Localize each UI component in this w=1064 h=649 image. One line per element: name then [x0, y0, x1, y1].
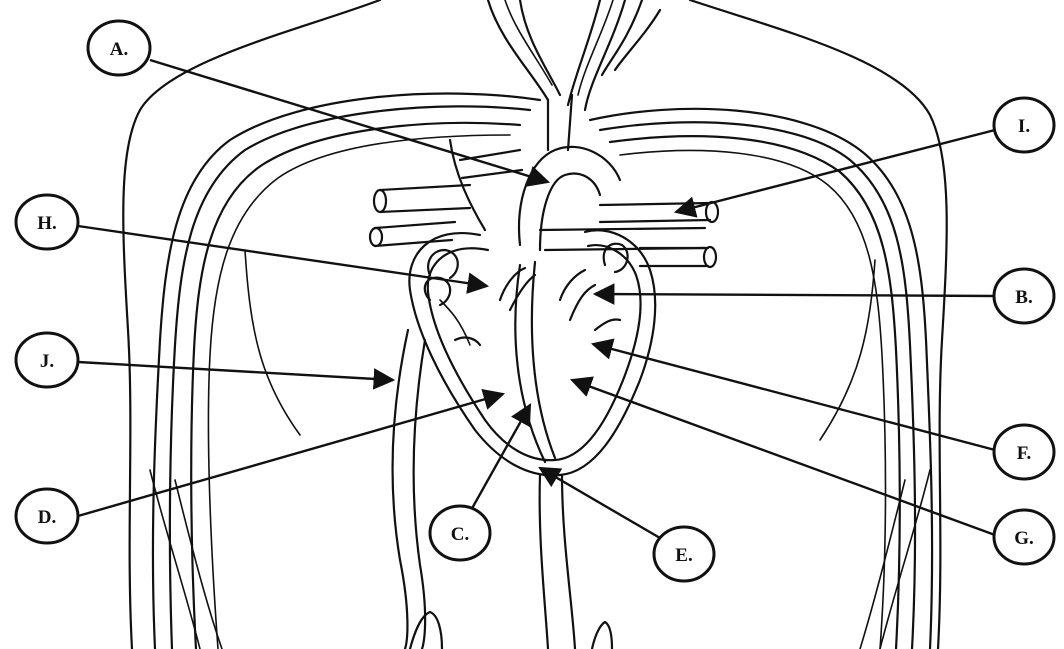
callout-g-label: G. [1014, 528, 1034, 549]
aorta [519, 95, 620, 250]
leader-line-j [78, 362, 393, 380]
leader-line-f [593, 344, 995, 450]
callout-j-label: J. [40, 351, 54, 372]
callout-c-label: C. [451, 524, 469, 545]
left-arm-vessels [150, 93, 540, 649]
callout-i-label: I. [1018, 116, 1030, 137]
callout-a: A. [88, 21, 150, 75]
leader-line-c [470, 405, 530, 512]
callout-c: C. [430, 506, 490, 560]
callout-j: J. [16, 333, 78, 387]
callout-g: G. [994, 510, 1054, 564]
callout-a-label: A. [110, 39, 128, 60]
callout-b-label: B. [1015, 287, 1032, 308]
body-outline [123, 0, 946, 649]
callout-d: D. [16, 489, 78, 543]
callout-h: H. [16, 195, 78, 249]
leader-line-a [150, 60, 548, 182]
callout-b: B. [994, 269, 1054, 323]
heart [409, 230, 655, 475]
callout-d-label: D. [38, 507, 56, 528]
callout-i: I. [994, 98, 1054, 152]
leader-line-h [78, 226, 487, 286]
leader-line-d [78, 394, 503, 516]
leader-line-e [540, 468, 660, 538]
neck-vessels [488, 0, 660, 110]
callout-e: E. [654, 527, 714, 581]
callout-e-label: E. [675, 545, 692, 566]
callout-f-label: F. [1017, 443, 1032, 464]
callout-h-label: H. [37, 213, 57, 234]
callout-f: F. [994, 425, 1054, 479]
